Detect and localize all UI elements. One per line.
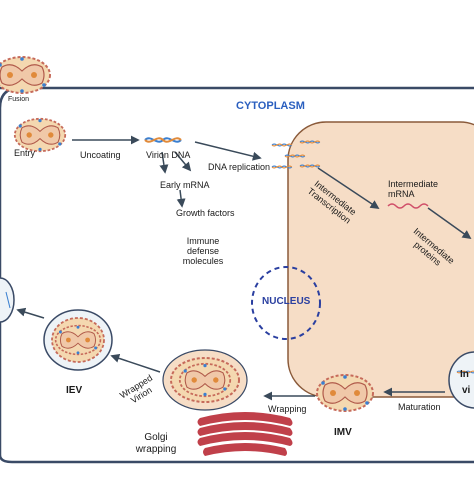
cut-off-virion-icon bbox=[448, 351, 474, 409]
intermediate-mrna-wave bbox=[387, 203, 429, 209]
growth-factors-arrow bbox=[176, 189, 186, 208]
growth-factors-label: Growth factors bbox=[176, 208, 235, 218]
nucleus-region bbox=[287, 121, 474, 398]
immune-label-line3: molecules bbox=[182, 256, 224, 266]
intermediate-mrna-line1: Intermediate bbox=[388, 179, 439, 189]
wrapped-to-iev-arrow bbox=[110, 354, 161, 373]
cut-in-label: In bbox=[460, 369, 469, 380]
golgi-line1: Golgi bbox=[144, 432, 168, 443]
early-mrna-arrow bbox=[159, 151, 169, 174]
entry-label: Entry bbox=[14, 148, 36, 158]
early-mrna-arrow-2 bbox=[174, 151, 192, 172]
intermediate-mrna-label: Intermediate mRNA bbox=[388, 179, 438, 199]
maturation-label: Maturation bbox=[398, 402, 441, 412]
left-cut-off-particle-icon bbox=[0, 277, 15, 323]
cut-vi-label: vi bbox=[462, 385, 471, 396]
golgi-line2: wrapping bbox=[135, 444, 177, 455]
dna-replication-arrow bbox=[194, 141, 262, 161]
early-mrna-label: Early mRNA bbox=[160, 180, 210, 190]
virion-dna-label: Virion DNA bbox=[146, 150, 191, 160]
iev-virion-icon bbox=[43, 309, 113, 371]
intermediate-proteins-arrow bbox=[427, 207, 472, 240]
nucleus-circle bbox=[251, 266, 321, 340]
dna-replication-label: DNA replication bbox=[208, 162, 271, 172]
immune-defense-label: Immune defense molecules bbox=[178, 236, 228, 266]
entry-virion-icon bbox=[13, 117, 67, 153]
immune-label-line1: Immune bbox=[186, 236, 220, 246]
golgi-icon bbox=[197, 412, 293, 456]
fusion-label: Fusion bbox=[8, 96, 30, 103]
intermediate-transcription-arrow bbox=[317, 167, 380, 209]
iev-exit-arrow bbox=[16, 307, 45, 319]
virion-dna-icon bbox=[144, 137, 182, 143]
imv-label: IMV bbox=[334, 427, 352, 438]
cytoplasm-label: CYTOPLASM bbox=[236, 100, 305, 112]
iev-label: IEV bbox=[66, 385, 83, 396]
wrapped-virion-icon bbox=[162, 349, 248, 411]
intermediate-mrna-line2: mRNA bbox=[388, 189, 415, 199]
uncoating-label: Uncoating bbox=[80, 150, 121, 160]
nucleus-label: NUCLEUS bbox=[262, 296, 311, 307]
immune-label-line2: defense bbox=[186, 246, 220, 256]
imv-virion-icon bbox=[316, 374, 374, 412]
golgi-wrapping-label: Golgi wrapping bbox=[134, 432, 178, 456]
wrapping-label: Wrapping bbox=[268, 404, 307, 414]
fusion-virion-icon bbox=[0, 56, 51, 94]
